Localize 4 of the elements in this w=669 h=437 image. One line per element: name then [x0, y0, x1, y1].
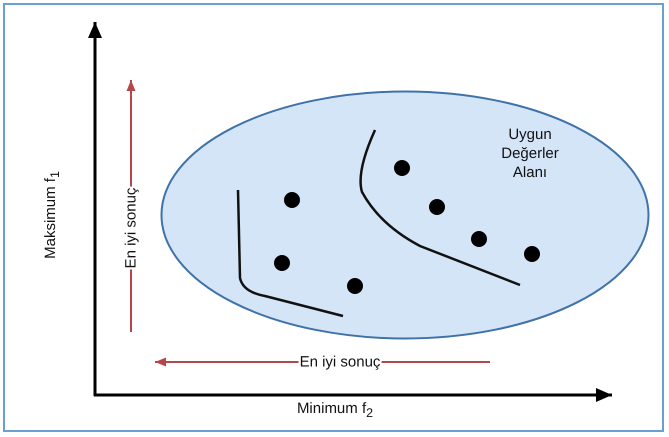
- axis-title: Minimum f$_{2}$: [296, 400, 374, 420]
- region-label: Uygun Değerler Alanı: [500, 125, 560, 182]
- direction-label: En iyi sonuç: [122, 186, 140, 270]
- direction-label: En iyi sonuç: [298, 354, 382, 370]
